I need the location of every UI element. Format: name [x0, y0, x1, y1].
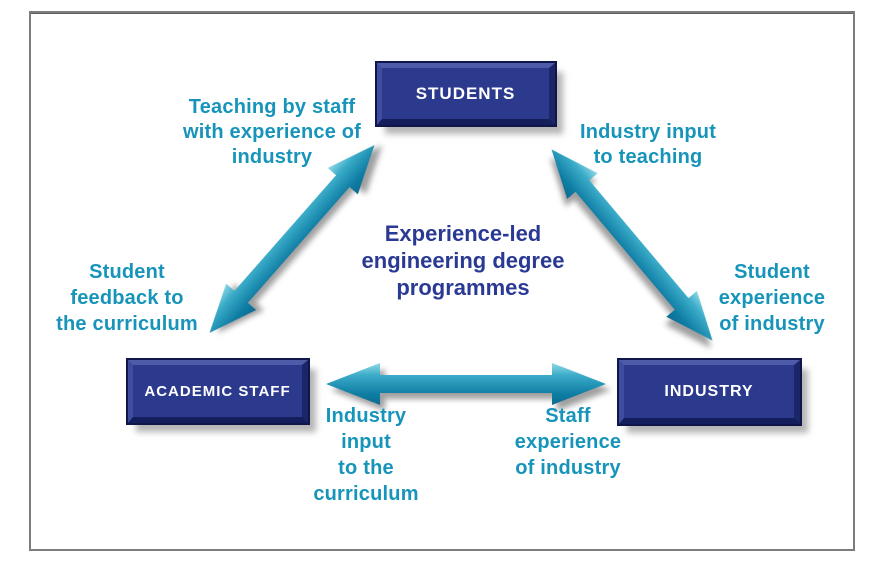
- node-students-label: STUDENTS: [415, 83, 516, 103]
- node-academic-staff-label: ACADEMIC STAFF: [144, 382, 291, 400]
- center-title: Experience-led engineering degree progra…: [361, 221, 565, 300]
- node-industry-label: INDUSTRY: [664, 382, 754, 400]
- node-students: STUDENTS: [377, 63, 555, 125]
- node-industry: INDUSTRY: [619, 360, 800, 424]
- edge-label-student-experience: Student experience of industry: [718, 261, 826, 335]
- edge-label-staff-experience: Staff experience of industry: [514, 405, 622, 479]
- edge-label-student-feedback: Student feedback to the curriculum: [56, 261, 198, 335]
- edge-label-industry-input-to-teaching: Industry input to teaching: [579, 121, 717, 168]
- edge-label-teaching-by-staff: Teaching by staff with experience of ind…: [182, 96, 362, 168]
- node-academic-staff: ACADEMIC STAFF: [128, 360, 308, 423]
- edge-label-industry-input-to-curriculum: Industry input to the curriculum: [313, 405, 419, 505]
